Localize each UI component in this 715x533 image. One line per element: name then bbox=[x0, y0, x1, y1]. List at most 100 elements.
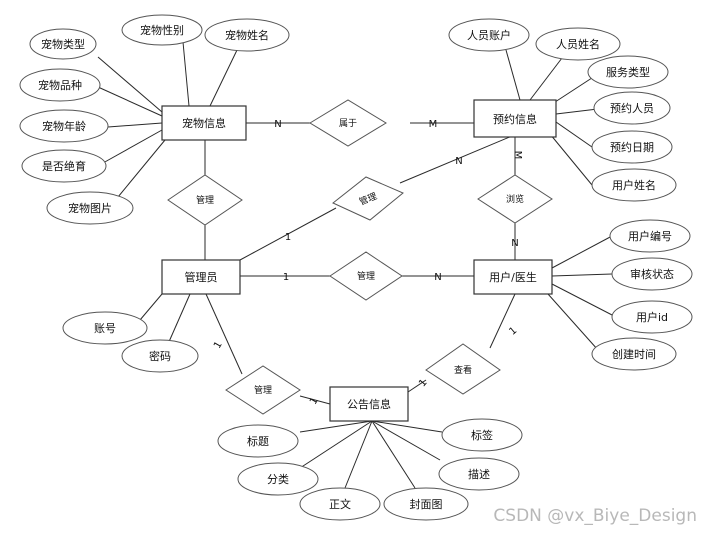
relationship-manage-pet-label: 管理 bbox=[196, 194, 214, 206]
line-manage-appt-appt bbox=[399, 135, 513, 184]
line-title bbox=[299, 420, 373, 433]
attribute-booking-date: 预约日期 bbox=[591, 130, 673, 164]
cardinality-labels: N M 1 N M N 1 N 1 1 1 1 bbox=[212, 119, 523, 407]
entity-appointment-info: 预约信息 bbox=[473, 99, 557, 138]
line-account bbox=[139, 293, 163, 321]
attribute-pet-name: 宠物姓名 bbox=[204, 18, 290, 52]
line-category bbox=[299, 420, 373, 469]
line-staff-name bbox=[529, 57, 563, 101]
attribute-booking-person-label: 预约人员 bbox=[610, 102, 654, 115]
line-pet-age bbox=[107, 122, 163, 128]
attribute-account: 账号 bbox=[62, 311, 148, 345]
cardinality-appt-belongs: M bbox=[429, 119, 438, 130]
attribute-pet-age-label: 宠物年龄 bbox=[42, 119, 86, 133]
line-tag bbox=[371, 420, 443, 433]
attribute-user-name: 用户姓名 bbox=[591, 168, 677, 202]
attribute-tag-label: 标签 bbox=[471, 428, 493, 442]
attribute-body: 正文 bbox=[299, 487, 381, 521]
entity-pet-info: 宠物信息 bbox=[161, 105, 247, 141]
entity-notice-info-label: 公告信息 bbox=[347, 397, 391, 411]
attribute-user-id-label: 用户id bbox=[636, 310, 668, 324]
line-user-id bbox=[551, 283, 615, 317]
line-user-name bbox=[549, 133, 593, 186]
attribute-pet-name-label: 宠物姓名 bbox=[225, 28, 269, 42]
attribute-category: 分类 bbox=[237, 462, 319, 496]
relationship-manage-user: 管理 bbox=[329, 251, 403, 301]
relationship-view-notice: 查看 bbox=[425, 343, 501, 395]
entity-admin: 管理员 bbox=[161, 259, 241, 295]
attribute-pet-breed-label: 宠物品种 bbox=[38, 78, 82, 92]
attribute-create-time-label: 创建时间 bbox=[612, 347, 656, 361]
attribute-staff-account-label: 人员账户 bbox=[467, 28, 511, 42]
attribute-account-label: 账号 bbox=[94, 322, 116, 335]
line-pet-breed bbox=[97, 86, 163, 117]
attribute-description: 描述 bbox=[438, 457, 520, 491]
cardinality-appt-admin: N bbox=[455, 156, 462, 167]
line-pet-gender bbox=[182, 41, 190, 107]
watermark-text: CSDN @vx_Biye_Design bbox=[493, 506, 697, 526]
attribute-user-id: 用户id bbox=[611, 300, 693, 334]
attribute-create-time: 创建时间 bbox=[591, 337, 677, 371]
relationship-view-notice-label: 查看 bbox=[454, 364, 472, 376]
attribute-service-type-label: 服务类型 bbox=[606, 65, 650, 79]
attribute-booking-date-label: 预约日期 bbox=[610, 141, 654, 154]
entity-pet-info-label: 宠物信息 bbox=[182, 116, 226, 130]
attribute-description-label: 描述 bbox=[468, 467, 490, 481]
line-staff-account bbox=[505, 49, 521, 101]
line-create-time bbox=[547, 293, 599, 351]
attribute-user-number: 用户编号 bbox=[609, 219, 691, 253]
relationship-manage-pet: 管理 bbox=[167, 174, 243, 226]
cardinality-pet-belongs: N bbox=[274, 119, 281, 130]
attribute-staff-name-label: 人员姓名 bbox=[556, 37, 600, 51]
line-body bbox=[344, 420, 373, 489]
attribute-pet-gender-label: 宠物性别 bbox=[140, 23, 184, 37]
relationship-belongs: 属于 bbox=[309, 99, 387, 147]
connector-lines bbox=[97, 41, 615, 489]
attribute-title: 标题 bbox=[217, 424, 299, 458]
relationship-manage-notice: 管理 bbox=[225, 365, 301, 415]
cardinality-user-notice: 1 bbox=[507, 325, 519, 338]
line-manage-notice-notice bbox=[299, 395, 331, 405]
attribute-title-label: 标题 bbox=[247, 434, 269, 448]
attribute-cover-image: 封面图 bbox=[383, 487, 469, 521]
entity-appointment-info-label: 预约信息 bbox=[493, 112, 537, 126]
line-pet-type bbox=[97, 56, 163, 113]
cardinality-admin-appt: 1 bbox=[285, 232, 291, 243]
attribute-tag: 标签 bbox=[441, 418, 523, 452]
attribute-pet-type-label: 宠物类型 bbox=[41, 37, 85, 51]
line-view-user bbox=[489, 293, 516, 349]
attribute-review-status: 审核状态 bbox=[611, 257, 693, 291]
line-pet-name bbox=[209, 47, 239, 107]
attribute-user-name-label: 用户姓名 bbox=[612, 178, 656, 192]
attribute-booking-person: 预约人员 bbox=[593, 91, 671, 125]
cardinality-user-admin: N bbox=[434, 272, 441, 283]
attribute-pet-gender: 宠物性别 bbox=[121, 14, 203, 46]
entity-user-doctor: 用户/医生 bbox=[473, 259, 553, 295]
relationship-manage-user-label: 管理 bbox=[357, 270, 375, 282]
attribute-service-type: 服务类型 bbox=[587, 55, 669, 89]
relationship-browse-label: 浏览 bbox=[506, 193, 524, 205]
attribute-staff-name: 人员姓名 bbox=[535, 27, 621, 61]
cardinality-admin-notice: 1 bbox=[212, 340, 225, 351]
line-service-type bbox=[551, 73, 599, 105]
line-booking-date bbox=[555, 121, 593, 148]
attribute-pet-image: 宠物图片 bbox=[46, 191, 134, 225]
attribute-password-label: 密码 bbox=[149, 349, 171, 363]
line-pet-image bbox=[117, 139, 166, 198]
attribute-body-label: 正文 bbox=[329, 497, 351, 511]
cardinality-appt-browse: M bbox=[512, 151, 523, 160]
attribute-pet-sterilized-label: 是否绝育 bbox=[42, 159, 86, 173]
cardinality-admin-user: 1 bbox=[283, 272, 289, 283]
attribute-pet-image-label: 宠物图片 bbox=[68, 201, 112, 215]
attribute-category-label: 分类 bbox=[267, 472, 289, 486]
entity-notice-info: 公告信息 bbox=[329, 386, 409, 422]
attribute-staff-account: 人员账户 bbox=[448, 18, 530, 52]
relationship-browse: 浏览 bbox=[477, 174, 553, 224]
cardinality-notice-admin: 1 bbox=[308, 396, 321, 407]
line-review-status bbox=[551, 273, 613, 277]
attribute-cover-image-label: 封面图 bbox=[410, 497, 443, 511]
cardinality-user-browse: N bbox=[511, 238, 518, 249]
attribute-user-number-label: 用户编号 bbox=[628, 229, 672, 243]
line-user-number bbox=[551, 235, 613, 269]
